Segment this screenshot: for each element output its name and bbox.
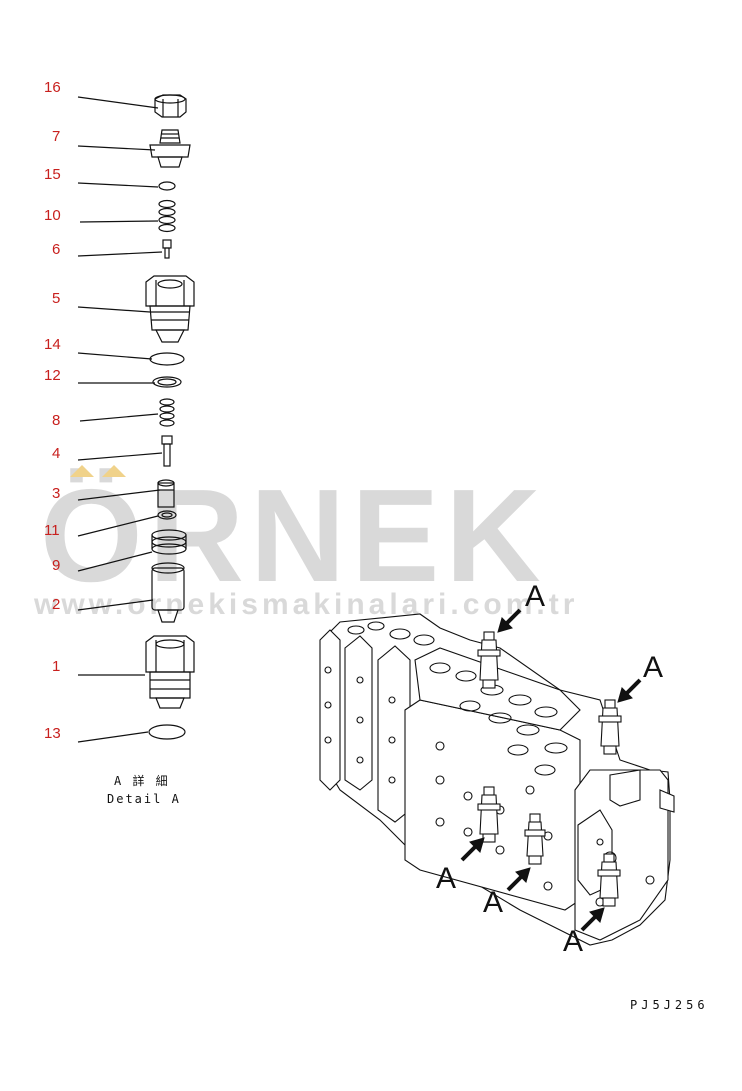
part-label-13: 13 <box>44 725 61 742</box>
arrow-1 <box>497 608 522 633</box>
arrow-4 <box>506 867 531 892</box>
part-label-15: 15 <box>44 166 61 183</box>
arrow-2 <box>617 678 642 703</box>
callout-letter-a-3: A <box>436 862 457 895</box>
part-2-piston <box>151 562 185 623</box>
part-label-16: 16 <box>44 79 61 96</box>
part-8-spring <box>159 398 175 427</box>
detail-caption-jp: A 詳 細 <box>114 774 170 788</box>
detail-caption-en: Detail A <box>107 792 181 806</box>
part-16-nut <box>154 94 187 118</box>
part-label-14: 14 <box>44 336 61 353</box>
part-label-2: 2 <box>52 596 61 613</box>
relief-valve-2 <box>598 699 622 755</box>
part-label-9: 9 <box>52 557 61 574</box>
control-valve-assembly <box>319 613 675 946</box>
part-label-8: 8 <box>52 412 61 429</box>
part-15-oring <box>158 181 176 191</box>
part-1-housing <box>145 635 195 709</box>
relief-valve-5 <box>597 853 621 907</box>
callout-letter-a-5: A <box>563 925 584 958</box>
arrow-5 <box>580 907 605 932</box>
part-label-4: 4 <box>52 445 61 462</box>
part-label-7: 7 <box>52 128 61 145</box>
part-label-1: 1 <box>52 658 61 675</box>
part-3-seat <box>157 479 175 508</box>
part-5-body <box>145 275 195 343</box>
leader-lines <box>77 96 163 743</box>
part-12-backup-ring <box>152 376 182 388</box>
callout-letter-a-4: A <box>483 886 504 919</box>
watermark-brand: ÖRNEK <box>40 462 547 609</box>
part-6-pin <box>162 239 172 259</box>
relief-valve-1 <box>477 631 501 689</box>
relief-valve-3 <box>477 786 501 843</box>
drawing-code: PJ5J256 <box>630 998 709 1012</box>
part-label-11: 11 <box>44 522 60 539</box>
arrow-3 <box>460 837 485 862</box>
part-label-3: 3 <box>52 485 61 502</box>
part-7-plug <box>149 129 191 168</box>
part-label-12: 12 <box>44 367 61 384</box>
relief-valve-4 <box>524 813 546 865</box>
part-11-ring <box>157 510 177 520</box>
part-label-6: 6 <box>52 241 61 258</box>
part-10-spring <box>158 199 176 233</box>
part-label-5: 5 <box>52 290 61 307</box>
callout-letter-a-2: A <box>643 651 664 684</box>
part-14-oring <box>149 352 185 366</box>
watermark-website: www.ornekismakinalari.com.tr <box>34 588 579 621</box>
part-13-oring <box>148 724 186 740</box>
callout-arrows <box>460 608 642 932</box>
watermark-umlaut-accent <box>70 462 130 477</box>
callout-letter-a-1: A <box>525 580 546 613</box>
part-9-sleeve <box>151 529 187 555</box>
part-label-10: 10 <box>44 207 61 224</box>
part-4-poppet <box>161 435 173 467</box>
